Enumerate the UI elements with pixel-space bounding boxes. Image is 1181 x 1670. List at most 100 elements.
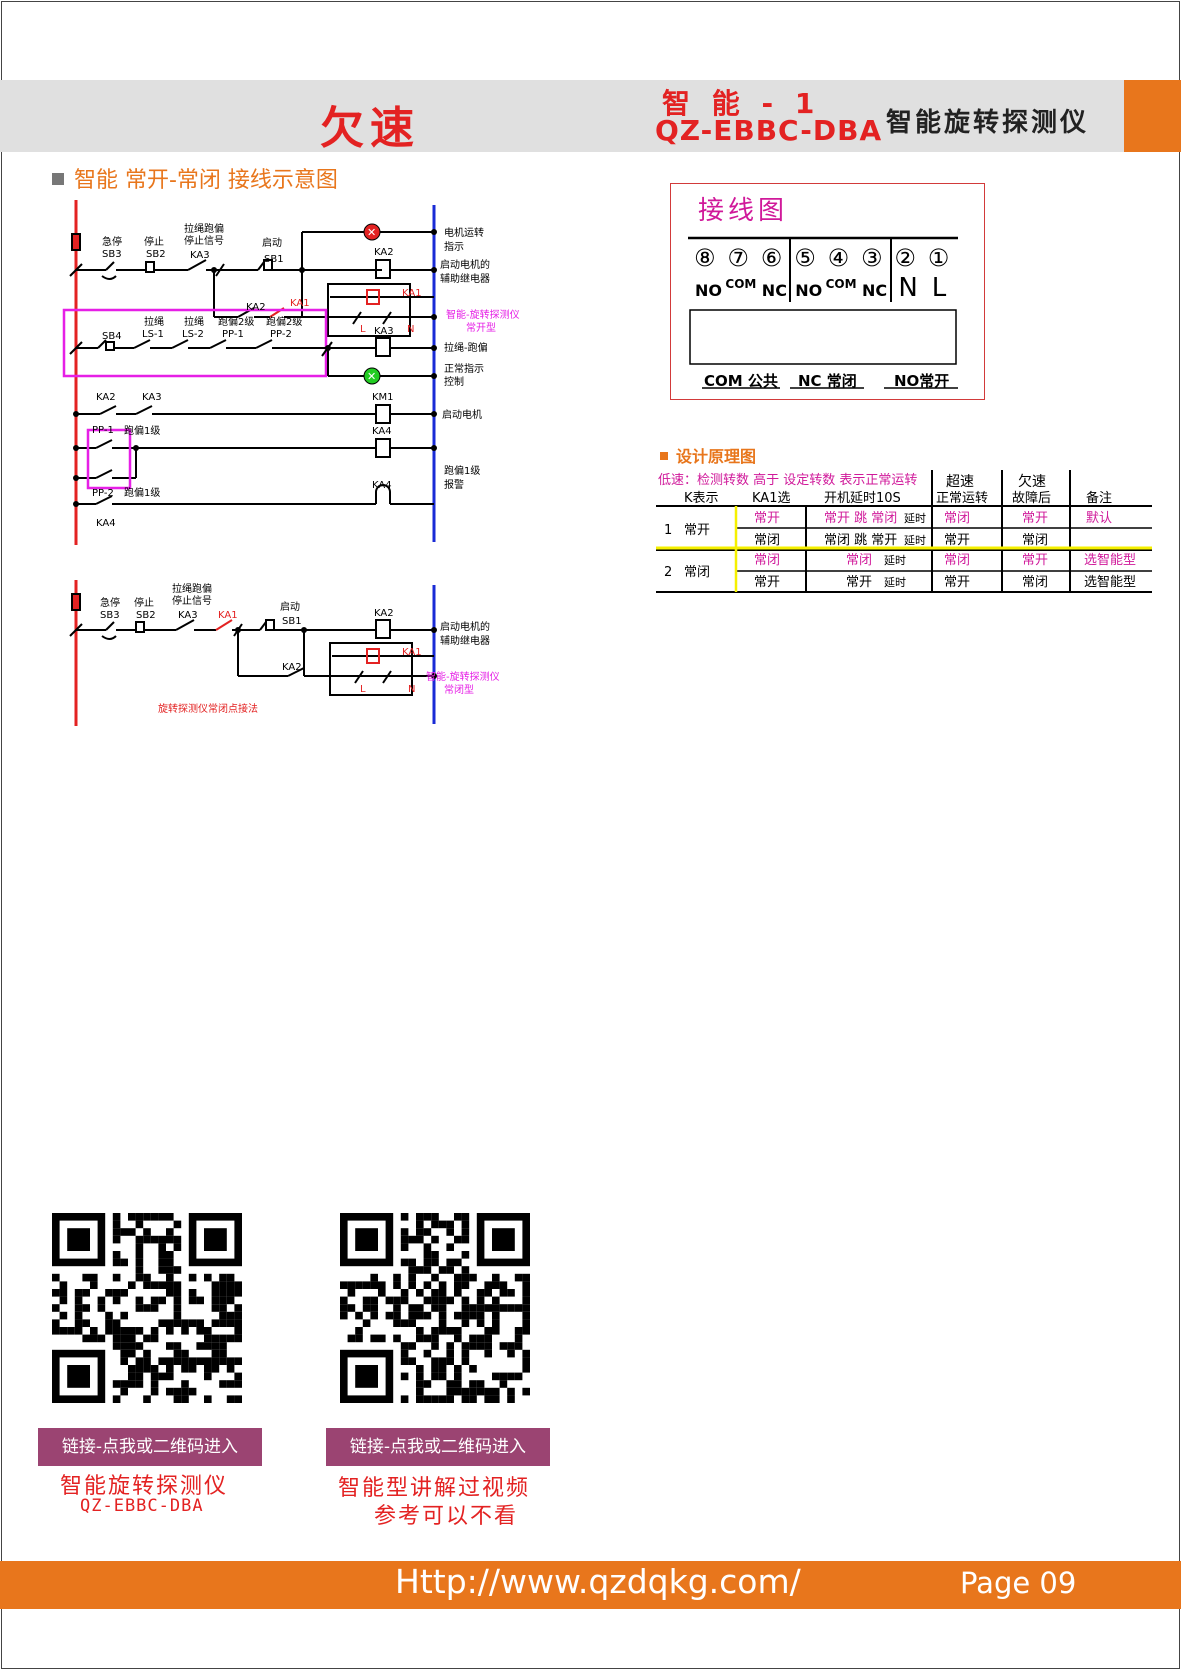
svg-text:K表示: K表示: [684, 491, 719, 506]
svg-text:SB2: SB2: [146, 249, 166, 260]
svg-text:故障后: 故障后: [1012, 491, 1051, 506]
svg-text:拉绳跑偏: 拉绳跑偏: [172, 582, 212, 595]
svg-text:辅助继电器: 辅助继电器: [440, 272, 490, 285]
svg-text:欠速: 欠速: [1018, 474, 1046, 490]
svg-text:停止: 停止: [134, 596, 154, 609]
design-note: 低速：检测转数 高于 设定转数 表示正常运转: [658, 472, 917, 488]
svg-text:延时: 延时: [904, 512, 926, 525]
wiring-diagram-title: 接线图: [698, 196, 789, 226]
svg-text:N: N: [407, 324, 414, 335]
footer-url-link[interactable]: Http://www.qzdqkg.com/: [395, 1562, 801, 1601]
svg-text:延时: 延时: [904, 534, 926, 547]
svg-text:急停: 急停: [100, 596, 120, 609]
terminal-number: ⑥: [761, 244, 783, 272]
svg-text:PP-2: PP-2: [92, 488, 114, 499]
svg-text:正常运转: 正常运转: [936, 491, 988, 506]
link-button-video[interactable]: 链接-点我或二维码进入: [326, 1428, 550, 1466]
svg-text:超速: 超速: [946, 474, 974, 490]
svg-text:SB4: SB4: [102, 331, 122, 342]
terminal-number: ①: [928, 244, 950, 272]
svg-text:拉绳跑偏: 拉绳跑偏: [184, 222, 224, 235]
svg-text:PP-1: PP-1: [92, 425, 114, 436]
svg-text:常闭型: 常闭型: [444, 683, 474, 696]
terminal-label: NC: [762, 281, 787, 300]
svg-text:启动电机的: 启动电机的: [440, 620, 490, 633]
svg-text:KA2: KA2: [374, 608, 394, 619]
svg-text:拉绳: 拉绳: [184, 315, 204, 328]
svg-text:KA1: KA1: [402, 288, 422, 299]
terminal-label: COM: [725, 277, 756, 291]
svg-text:常闭: 常闭: [1022, 533, 1048, 548]
svg-text:KA1: KA1: [290, 298, 310, 309]
svg-text:常开: 常开: [944, 533, 970, 548]
svg-text:常闭: 常闭: [1022, 575, 1048, 590]
svg-text:SB1: SB1: [282, 616, 302, 627]
model-line-2: QZ-EBBC-DBA: [655, 114, 883, 147]
svg-text:指示: 指示: [444, 240, 464, 253]
group-nc: NC 常闭: [798, 372, 857, 390]
svg-text:拉绳-跑偏: 拉绳-跑偏: [444, 341, 488, 354]
group-com: COM 公共: [704, 372, 778, 390]
svg-text:启动: 启动: [280, 600, 300, 613]
svg-text:L: L: [360, 324, 366, 335]
svg-text:智能-旋转探测仪: 智能-旋转探测仪: [426, 670, 500, 683]
svg-text:常闭: 常闭: [684, 565, 710, 580]
terminal-label: N: [898, 273, 917, 303]
svg-text:备注: 备注: [1086, 490, 1112, 506]
svg-text:KA2: KA2: [374, 247, 394, 258]
page-number: Page 09: [960, 1566, 1077, 1600]
svg-text:常开: 常开: [754, 575, 780, 590]
bullet-square-icon: [660, 452, 668, 460]
svg-text:✕: ✕: [367, 226, 376, 239]
terminal-number: ③: [861, 244, 883, 272]
terminal-label: NC: [862, 281, 887, 300]
svg-text:PP-1: PP-1: [222, 329, 244, 340]
svg-text:KA3: KA3: [142, 392, 162, 403]
link-button-product[interactable]: 链接-点我或二维码进入: [38, 1428, 262, 1466]
svg-text:常闭: 常闭: [754, 553, 780, 568]
svg-text:选智能型: 选智能型: [1084, 553, 1136, 568]
qr-code-product[interactable]: [52, 1213, 242, 1403]
qr-caption-video: 智能型讲解过视频: [338, 1476, 531, 1501]
terminal-number: ②: [894, 244, 916, 272]
product-name: 智能旋转探测仪: [886, 108, 1090, 138]
svg-text:PP-2: PP-2: [270, 329, 292, 340]
svg-text:1: 1: [664, 523, 672, 538]
svg-text:停止信号: 停止信号: [172, 594, 212, 607]
design-table: 低速：检测转数 高于 设定转数 表示正常运转 K表示 KA1选 开机延时10S …: [656, 470, 1152, 593]
svg-text:启动电机的: 启动电机的: [440, 258, 490, 271]
svg-text:SB1: SB1: [264, 254, 284, 265]
svg-text:LS-1: LS-1: [142, 329, 164, 340]
svg-text:L: L: [360, 684, 366, 695]
svg-text:旋转探测仪常闭点接法: 旋转探测仪常闭点接法: [158, 702, 258, 715]
terminal-label: L: [932, 273, 947, 303]
wiring-diagram-box: [670, 183, 985, 400]
svg-text:辅助继电器: 辅助继电器: [440, 634, 490, 647]
svg-text:常开: 常开: [846, 575, 872, 590]
terminal-label: NO: [695, 281, 722, 300]
svg-text:跑偏1级: 跑偏1级: [124, 486, 160, 499]
svg-text:KA2: KA2: [96, 392, 116, 403]
svg-text:LS-2: LS-2: [182, 329, 204, 340]
svg-text:启动电机: 启动电机: [442, 408, 482, 421]
svg-text:KA4: KA4: [96, 518, 116, 529]
svg-text:开机延时10S: 开机延时10S: [824, 491, 901, 506]
svg-text:智能-旋转探测仪: 智能-旋转探测仪: [446, 308, 520, 321]
svg-text:常开: 常开: [944, 575, 970, 590]
svg-text:KA2: KA2: [246, 302, 266, 313]
footer-bar: [0, 1561, 1181, 1609]
svg-text:常开型: 常开型: [466, 321, 496, 334]
svg-text:KM1: KM1: [372, 392, 394, 403]
terminal-label: COM: [826, 277, 857, 291]
svg-text:常闭: 常闭: [846, 553, 872, 568]
svg-text:KA1: KA1: [402, 647, 422, 658]
svg-text:✕: ✕: [367, 370, 376, 383]
header-accent: [1124, 80, 1181, 152]
svg-text:跑偏1级: 跑偏1级: [444, 464, 480, 477]
terminal-number: ⑤: [794, 244, 816, 272]
svg-text:默认: 默认: [1086, 510, 1112, 526]
svg-text:跑偏1级: 跑偏1级: [124, 424, 160, 437]
qr-code-video[interactable]: [340, 1213, 530, 1403]
